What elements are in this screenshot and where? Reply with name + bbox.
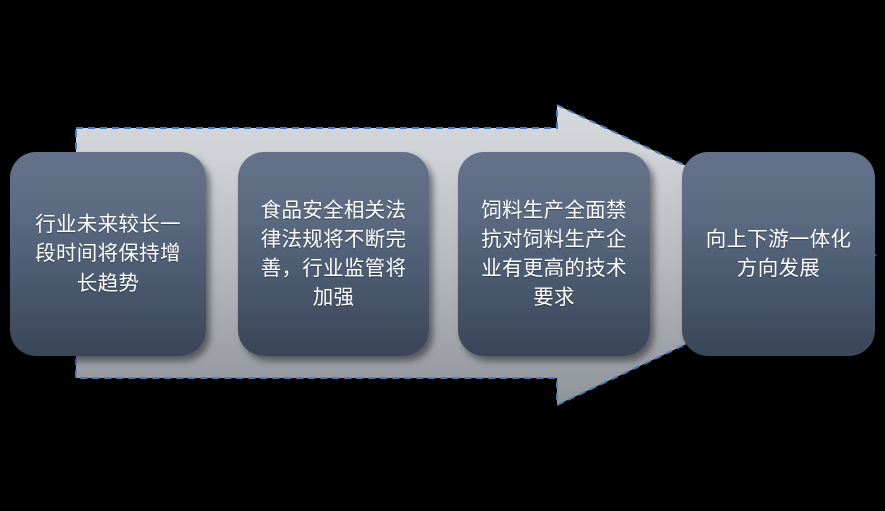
process-box-4[interactable]: 向上下游一体化方向发展 xyxy=(682,152,875,356)
process-box-3-label: 饲料生产全面禁抗对饲料生产企业有更高的技术要求 xyxy=(481,198,627,310)
process-box-3[interactable]: 饲料生产全面禁抗对饲料生产企业有更高的技术要求 xyxy=(458,152,650,356)
arrow-selection-outline xyxy=(75,103,878,407)
process-box-1[interactable]: 行业未来较长一段时间将保持增长趋势 xyxy=(10,152,206,356)
process-box-2[interactable]: 食品安全相关法律法规将不断完善，行业监管将加强 xyxy=(238,152,429,356)
process-box-4-label: 向上下游一体化方向发展 xyxy=(705,227,852,280)
process-box-2-label: 食品安全相关法律法规将不断完善，行业监管将加强 xyxy=(260,198,407,310)
process-box-1-label: 行业未来较长一段时间将保持增长趋势 xyxy=(35,213,181,295)
